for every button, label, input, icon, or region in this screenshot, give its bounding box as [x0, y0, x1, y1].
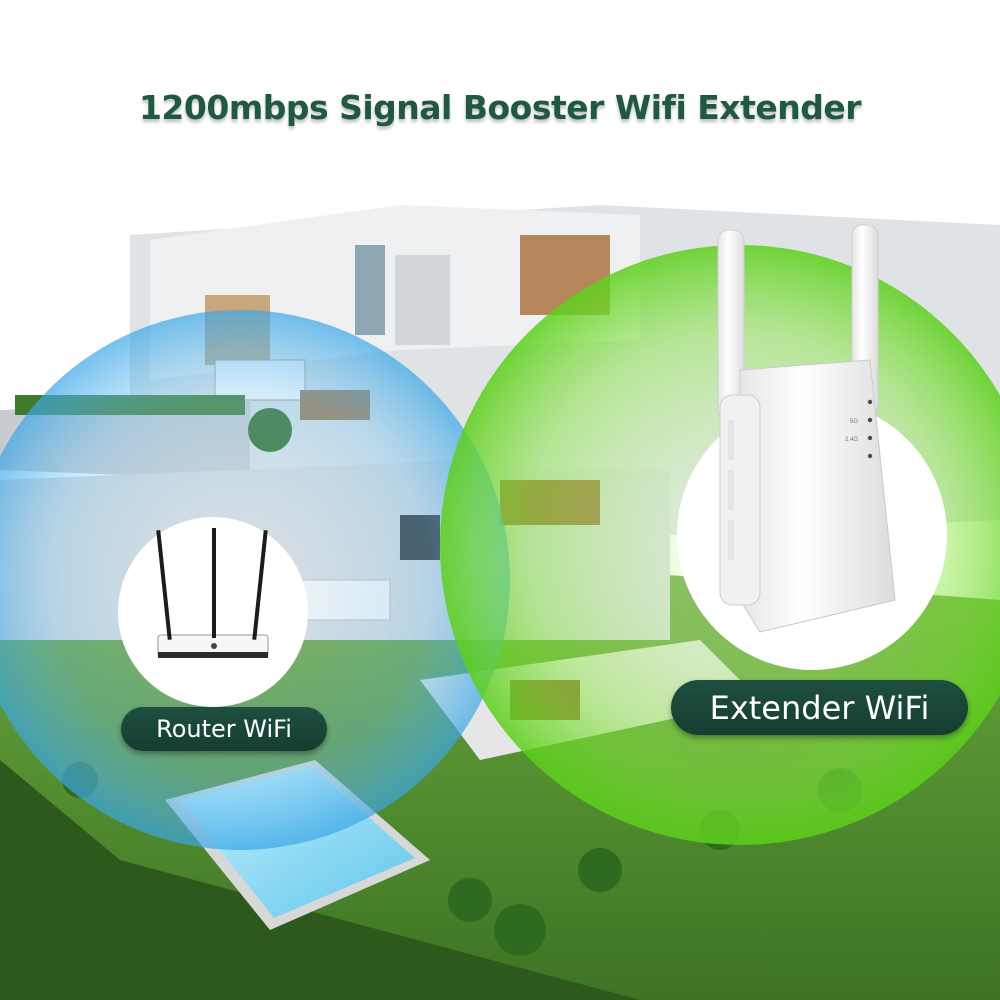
extender-wifi-label: Extender WiFi	[671, 680, 968, 735]
extender-led-5g: 5G	[850, 419, 858, 425]
router-wifi-label: Router WiFi	[121, 707, 327, 751]
page-title: 1200mbps Signal Booster Wifi Extender	[138, 88, 862, 127]
router-device-icon	[156, 528, 269, 658]
extender-led-24g: 2.4G	[845, 437, 858, 443]
ground-edge	[0, 760, 640, 1000]
extender-device-icon: 5G 2.4G	[717, 224, 896, 633]
